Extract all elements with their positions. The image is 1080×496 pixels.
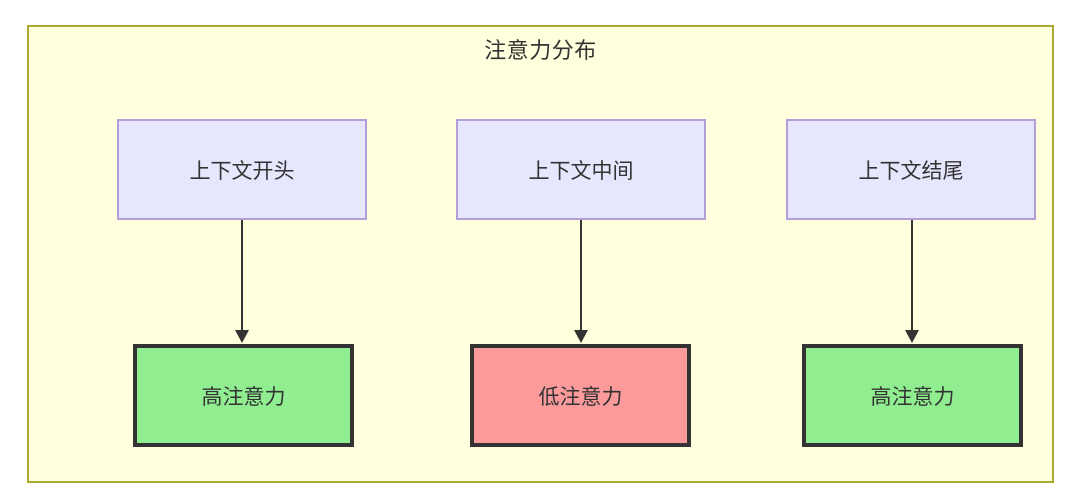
node-high-attention-end[interactable]: 高注意力 [802,344,1023,447]
node-label: 上下文结尾 [858,159,964,183]
node-label: 高注意力 [201,385,286,409]
node-context-middle[interactable]: 上下文中间 [456,119,706,220]
subgraph-title: 注意力分布 [484,38,597,63]
edge-line [911,220,913,332]
node-label: 上下文开头 [189,159,295,183]
edge-context-middle-to-low-attention [573,220,589,344]
arrowhead-icon [235,330,249,343]
node-high-attention-start[interactable]: 高注意力 [133,344,354,447]
attention-distribution-subgraph: 注意力分布 上下文开头 上下文中间 上下文结尾 高注意力 低注意力 [27,25,1054,483]
arrowhead-icon [574,330,588,343]
node-label: 低注意力 [538,385,623,409]
node-label: 上下文中间 [528,159,634,183]
node-context-start[interactable]: 上下文开头 [117,119,367,220]
node-label: 高注意力 [870,385,955,409]
edge-line [241,220,243,332]
edge-context-end-to-high-attention [904,220,920,344]
node-context-end[interactable]: 上下文结尾 [786,119,1036,220]
edge-context-start-to-high-attention [234,220,250,344]
edge-line [580,220,582,332]
node-low-attention-middle[interactable]: 低注意力 [470,344,691,447]
arrowhead-icon [905,330,919,343]
